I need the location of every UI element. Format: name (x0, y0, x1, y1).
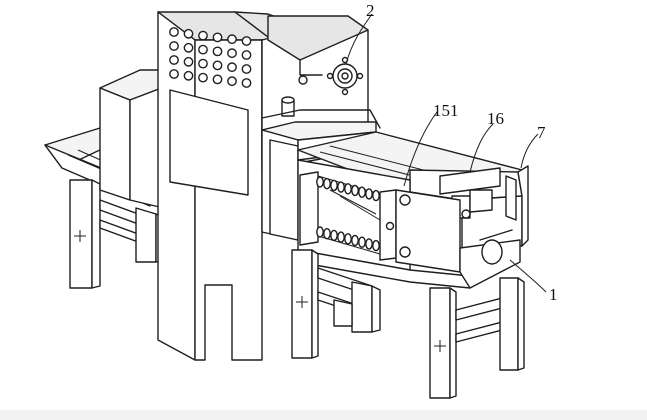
label-1: 1 (549, 285, 558, 304)
bottom-strip (0, 410, 647, 420)
spring-coil (323, 227, 331, 240)
spring-coil (372, 189, 380, 202)
control-cabinet (157, 11, 273, 361)
panel-button (183, 70, 194, 81)
panel-button (169, 41, 179, 51)
panel-button (241, 50, 252, 60)
spring-coil (316, 176, 324, 188)
left-legs (69, 179, 165, 289)
spring-coil (337, 231, 345, 243)
front-legs (291, 249, 525, 399)
panel-button (212, 32, 223, 43)
panel-button (183, 28, 194, 39)
label-2: 2 (366, 1, 375, 20)
panel-button (212, 60, 223, 71)
panel-button (169, 69, 179, 79)
lower-conveyor (297, 229, 521, 289)
panel-button (183, 42, 194, 53)
panel-button (227, 48, 237, 59)
spring-coil (330, 179, 338, 192)
leader-lines (345, 13, 547, 293)
spring-coil (337, 181, 345, 193)
panel-button (212, 74, 223, 85)
panel-button (183, 56, 194, 67)
panel-button (227, 62, 237, 73)
panel-button (227, 34, 237, 45)
button-grid (169, 27, 252, 88)
panel-button (241, 36, 252, 46)
roller (481, 239, 503, 265)
panel-button (227, 76, 237, 87)
panel-button (169, 27, 179, 37)
label-16: 16 (487, 109, 504, 128)
spring-coil (330, 229, 338, 242)
panel-button (169, 55, 179, 65)
panel-button (198, 44, 208, 55)
label-7: 7 (537, 123, 546, 142)
springs (316, 176, 380, 252)
upper-deck (297, 131, 529, 251)
panel-button (241, 78, 252, 88)
spring-coil (358, 186, 366, 198)
spring-coil (351, 184, 359, 197)
spring-coil (358, 236, 366, 248)
spring-coil (323, 177, 331, 190)
panel-button (198, 58, 208, 69)
spring-coil (344, 183, 352, 195)
label-151: 151 (433, 101, 459, 120)
spring-coil (351, 234, 359, 247)
spring-coil (316, 226, 324, 238)
panel-button (212, 46, 223, 57)
spring-coil (344, 233, 352, 245)
display-window (169, 89, 249, 196)
panel-button (198, 72, 208, 83)
spring-coil (372, 239, 380, 252)
panel-button (241, 64, 252, 74)
spring-coil (365, 238, 373, 250)
panel-button (198, 30, 208, 41)
spring-coil (365, 188, 373, 200)
